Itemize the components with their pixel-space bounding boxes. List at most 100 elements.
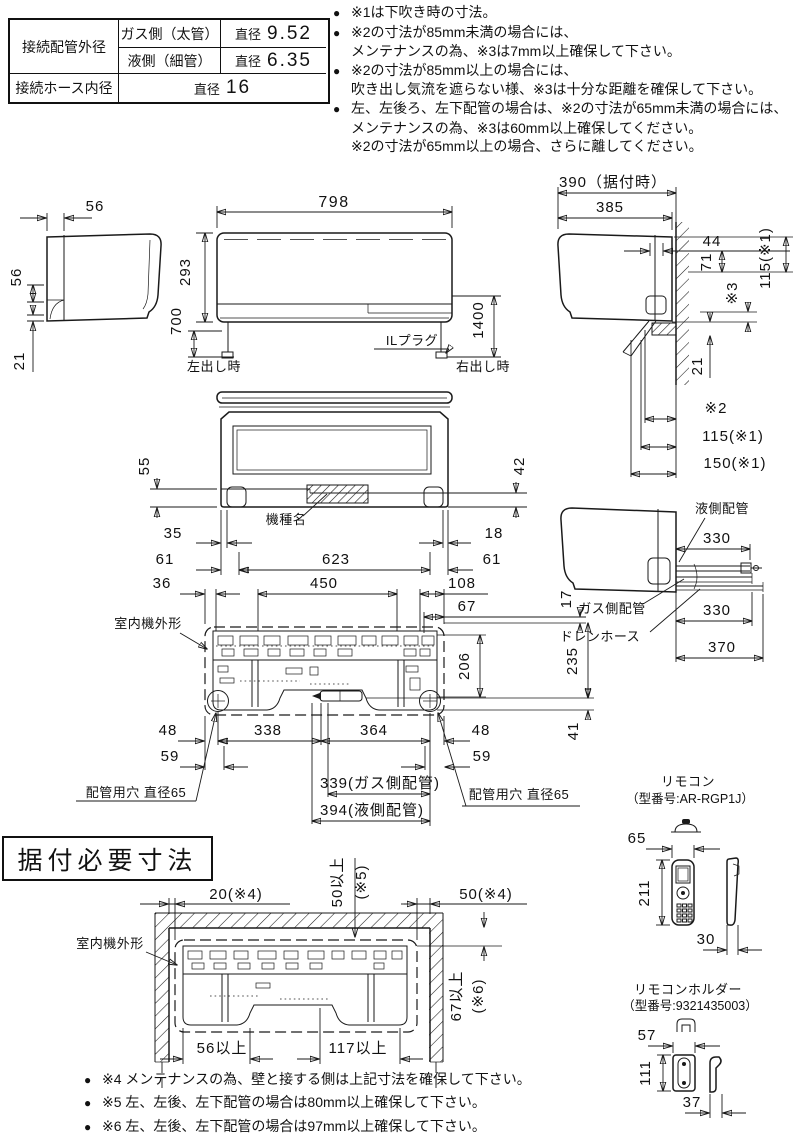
gas-pipe-label: ガス側配管 — [578, 601, 646, 616]
spec-gas-number: 9.52 — [267, 22, 312, 44]
spec-hose-header: 接続ホース内径 — [10, 73, 118, 102]
dim-67-min-ref6-note: (※6) — [470, 979, 487, 1014]
note-2b: メンテナンスの為、※3は7mm以上確保して下さい。 — [351, 43, 681, 60]
dim-108: 108 — [448, 575, 476, 592]
dim-59-right: 59 — [473, 748, 492, 765]
dim-41: 41 — [565, 722, 582, 741]
dim-56-min: 56以上 — [197, 1040, 248, 1057]
spec-hose-prefix: 直径 — [193, 81, 220, 97]
note-ref4: ●※4 メンテナンスの為、壁と接する側は上記寸法を確保して下さい。 — [84, 1068, 531, 1091]
dim-338: 338 — [254, 722, 282, 739]
side-view-right: 390（据付時） 385 44 71 115(※1) ※3 21 ※2 — [557, 174, 793, 478]
install-section-title: 据付必要寸法 — [2, 836, 213, 881]
dim-623: 623 — [322, 551, 350, 568]
install-plate-detail-pattern — [187, 950, 403, 1000]
holder-model: （型番号:9321435003） — [622, 999, 758, 1013]
dim-364: 364 — [360, 722, 388, 739]
side-view-left: 56 56 21 — [8, 198, 162, 372]
dim-36: 36 — [153, 575, 172, 592]
dim-59-left: 59 — [161, 748, 180, 765]
dim-390: 390（据付時） — [559, 174, 667, 191]
remote-buttons — [676, 903, 693, 923]
dim-206: 206 — [456, 652, 473, 680]
front-view: 798 293 700 1400 ILプラグ 左出し時 右出し時 — [168, 194, 510, 374]
dim-67: 67 — [458, 598, 477, 615]
spec-liquid-label: 液側（細管） — [118, 47, 220, 73]
dim-61-right: 61 — [483, 551, 502, 568]
ref-2: ※2 — [705, 400, 728, 417]
pipe-spec-table: 接続配管外径 ガス側（太管） 直径 9.52 液側（細管） 直径 6.35 接続… — [8, 18, 330, 104]
remote-title: リモコン — [661, 774, 715, 789]
spec-pipe-header: 接続配管外径 — [22, 38, 106, 55]
note-ref6: ●※6 左、左後、左下配管の場合は97mm以上確保して下さい。 — [84, 1115, 531, 1133]
spec-hose-number: 16 — [225, 77, 252, 98]
dim-150: 150(※1) — [704, 455, 767, 472]
dim-385: 385 — [596, 199, 624, 216]
dim-370: 370 — [708, 639, 736, 656]
dim-48-right: 48 — [472, 722, 491, 739]
note-1: ●※1は下吹き時の寸法。 — [333, 3, 798, 23]
pipe-hole-label-left: 配管用穴 直径65 — [86, 785, 187, 800]
remote-control-view: リモコン （型番号:AR-RGP1J） 65 211 — [626, 774, 762, 955]
dim-61-left: 61 — [156, 551, 175, 568]
dim-394-liquid: 394(液側配管) — [320, 802, 424, 819]
dim-42: 42 — [511, 457, 528, 476]
bullet-icon: ● — [333, 6, 341, 20]
install-clearance-view: 室内機外形 20(※4) 50以上 (※5) 50(※4) 67以上 (※6) … — [76, 857, 527, 1088]
dim-35: 35 — [164, 525, 183, 542]
dim-700: 700 — [168, 307, 185, 335]
dim-30: 30 — [697, 931, 716, 948]
drain-hose-label: ドレンホース — [560, 629, 640, 644]
ref-3: ※3 — [724, 282, 741, 305]
dim-235: 235 — [564, 647, 581, 675]
dim-115-top: 115(※1) — [757, 227, 774, 289]
dim-21-side: 21 — [11, 352, 28, 371]
spec-gas-prefix: 直径 — [235, 27, 262, 42]
bottom-view: 機種名 55 42 35 18 61 623 61 — [136, 391, 528, 575]
spec-gas-label: ガス側（太管） — [118, 20, 220, 47]
dim-67-min-ref6: 67以上 — [448, 971, 465, 1022]
dim-20-ref4: 20(※4) — [209, 886, 263, 903]
dim-56-top: 56 — [86, 198, 105, 215]
note-4c: ※2の寸法が65mm以上の場合、さらに離してください。 — [351, 138, 703, 155]
plug-label: ILプラグ — [386, 333, 438, 348]
indoor-unit-outline-label: 室内機外形 — [114, 616, 182, 631]
dim-50-min-ref5-note: (※5) — [353, 865, 370, 900]
dim-293: 293 — [177, 258, 194, 286]
notes-top: ●※1は下吹き時の寸法。 ●※2の寸法が85mm未満の場合には、 メンテナンスの… — [333, 3, 798, 156]
mounting-plate-view: 室内機外形 36 450 108 67 17 206 — [76, 575, 594, 826]
bullet-icon: ● — [84, 1119, 92, 1133]
pipe-hole-label-right: 配管用穴 直径65 — [469, 787, 570, 802]
dim-111: 111 — [637, 1060, 654, 1086]
note-2: ●※2の寸法が85mm未満の場合には、 — [333, 23, 798, 43]
dim-50-ref4: 50(※4) — [459, 886, 513, 903]
dim-18: 18 — [485, 525, 504, 542]
dim-330-top: 330 — [703, 530, 731, 547]
dim-117-min: 117以上 — [329, 1040, 388, 1057]
dim-37: 37 — [683, 1094, 702, 1111]
note-4b: メンテナンスの為、※3は60mm以上確保してください。 — [351, 119, 703, 136]
remote-holder-view: リモコンホルダー （型番号:9321435003） 57 111 37 — [622, 982, 758, 1118]
holder-title: リモコンホルダー — [634, 982, 742, 997]
dim-55: 55 — [136, 457, 153, 476]
note-4: ●左、左後ろ、左下配管の場合は、※2の寸法が65mm未満の場合には、 — [333, 99, 798, 119]
dim-21-right: 21 — [689, 357, 706, 376]
spec-liquid-value: 直径 6.35 — [220, 47, 326, 73]
indoor-unit-outline-label-install: 室内機外形 — [76, 936, 144, 951]
model-name-label: 機種名 — [266, 512, 307, 527]
note-ref5: ●※5 左、左後、左下配管の場合は80mm以上確保して下さい。 — [84, 1091, 531, 1114]
dim-450: 450 — [310, 575, 338, 592]
pipe-side-view: 液側配管 330 ガス側配管 ドレンホース 330 370 — [560, 501, 763, 662]
bullet-icon: ● — [84, 1096, 92, 1111]
dim-48-left: 48 — [159, 722, 178, 739]
left-outlet-label: 左出し時 — [187, 359, 241, 374]
bullet-icon: ● — [84, 1073, 92, 1087]
spec-liquid-prefix: 直径 — [235, 54, 262, 69]
dim-44: 44 — [703, 233, 722, 250]
dim-57: 57 — [638, 1027, 657, 1044]
dim-56-side: 56 — [8, 268, 25, 287]
bullet-icon: ● — [333, 25, 341, 40]
liquid-pipe-label: 液側配管 — [695, 501, 749, 516]
